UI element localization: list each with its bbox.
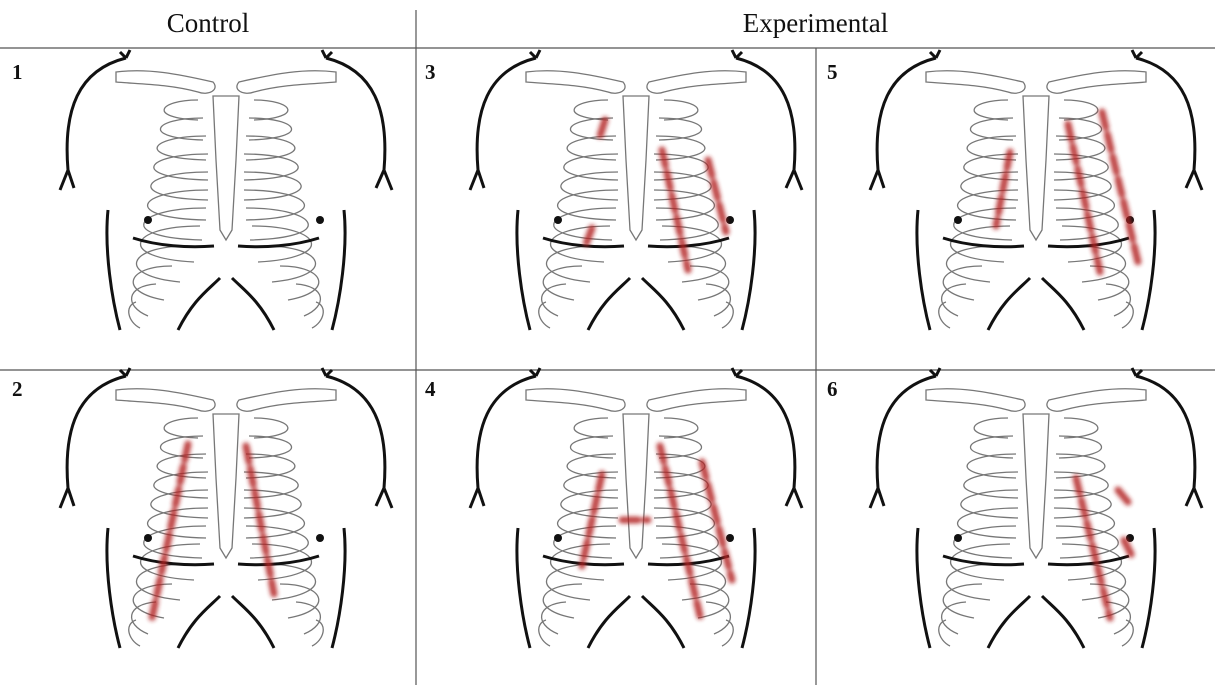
marking-panel-5-a	[996, 152, 1010, 226]
panel-3	[470, 50, 802, 330]
panel-1	[60, 50, 392, 330]
marking-panel-3-b	[586, 228, 592, 244]
panel-2	[60, 368, 392, 648]
panel-4	[470, 368, 802, 648]
marking-panel-6-b	[1118, 490, 1128, 502]
panel-6	[870, 368, 1202, 648]
marking-panel-3-a	[600, 120, 605, 136]
marking-panel-6-a	[1076, 478, 1110, 618]
marking-panel-4-c	[660, 446, 700, 616]
marking-panel-2-right	[246, 446, 274, 594]
marking-panel-6-c	[1124, 540, 1132, 556]
panel-5	[870, 50, 1202, 330]
marking-panel-5-b	[1068, 124, 1100, 272]
marking-panel-4-a	[582, 474, 602, 566]
